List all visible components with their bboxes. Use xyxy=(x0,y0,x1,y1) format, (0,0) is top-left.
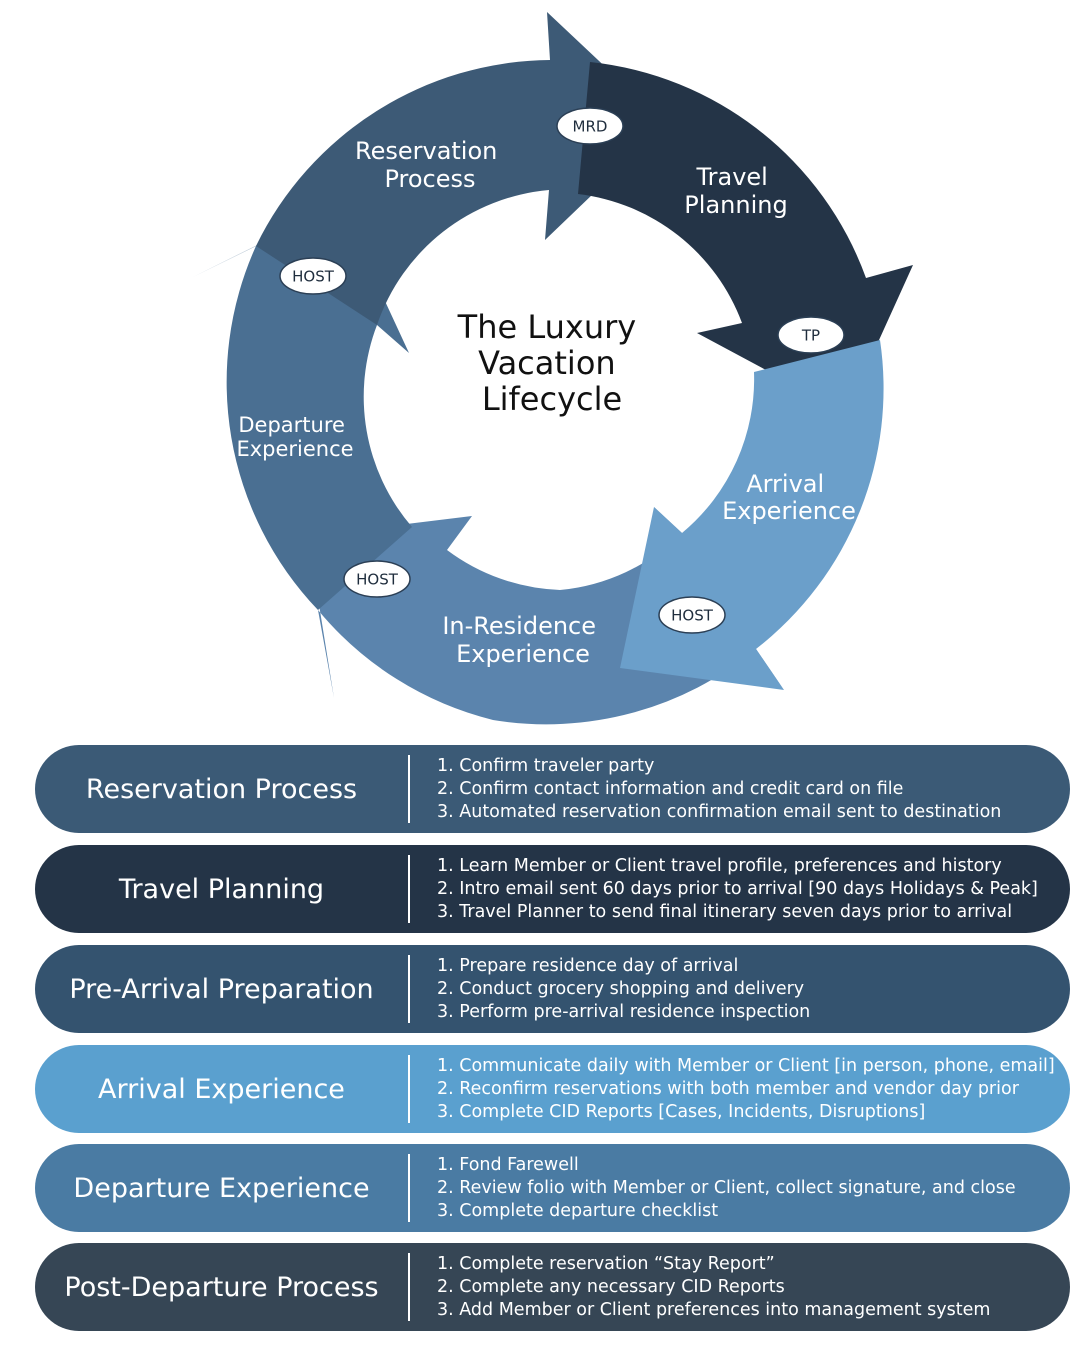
label-line: Planning xyxy=(684,191,787,219)
stage-divider xyxy=(408,1253,410,1321)
badge-mrd: MRD xyxy=(556,107,624,145)
label-departure-experience: Departure Experience xyxy=(236,413,353,461)
step-item: 3. Add Member or Client preferences into… xyxy=(437,1299,991,1320)
stage-steps: 1. Communicate daily with Member or Clie… xyxy=(437,1055,1055,1124)
label-line: Process xyxy=(384,165,475,193)
label-line: Experience xyxy=(722,497,856,525)
label-line: Experience xyxy=(236,437,353,461)
step-item: 3. Complete departure checklist xyxy=(437,1200,719,1221)
step-item: 2. Reconfirm reservations with both memb… xyxy=(437,1078,1019,1099)
step-item: 1. Complete reservation “Stay Report” xyxy=(437,1253,775,1274)
step-item: 1. Confirm traveler party xyxy=(437,755,655,776)
stage-pre-arrival-preparation: Pre-Arrival Preparation 1. Prepare resid… xyxy=(35,945,1070,1033)
badge-host-arrival: HOST xyxy=(658,596,726,634)
stage-travel-planning: Travel Planning 1. Learn Member or Clien… xyxy=(35,845,1070,933)
label-line: In-Residence xyxy=(442,612,596,640)
label-line: Experience xyxy=(456,640,590,668)
center-title-line: Vacation xyxy=(478,344,616,382)
step-item: 2. Intro email sent 60 days prior to arr… xyxy=(437,878,1038,899)
badge-host-departure: HOST xyxy=(279,257,347,295)
stage-reservation-process: Reservation Process 1. Confirm traveler … xyxy=(35,745,1070,833)
badge-text: MRD xyxy=(573,118,608,136)
stage-divider xyxy=(408,1055,410,1123)
step-item: 1. Prepare residence day of arrival xyxy=(437,955,739,976)
stage-title: Pre-Arrival Preparation xyxy=(69,973,374,1005)
center-title-line: Lifecycle xyxy=(482,380,622,418)
step-item: 2. Review folio with Member or Client, c… xyxy=(437,1177,1016,1198)
stage-steps: 1. Learn Member or Client travel profile… xyxy=(437,855,1038,924)
label-arrival-experience: Arrival Experience xyxy=(722,470,856,525)
stage-title: Departure Experience xyxy=(73,1172,370,1204)
step-item: 1. Communicate daily with Member or Clie… xyxy=(437,1055,1055,1076)
badge-tp: TP xyxy=(777,316,845,354)
stage-steps: 1. Confirm traveler party 2. Confirm con… xyxy=(437,755,1001,824)
stage-divider xyxy=(408,855,410,923)
stage-title: Travel Planning xyxy=(118,873,325,905)
label-line: Arrival xyxy=(746,470,824,498)
label-line: Departure xyxy=(238,413,345,437)
label-reservation-process: Reservation Process xyxy=(355,137,505,193)
stage-post-departure-process: Post-Departure Process 1. Complete reser… xyxy=(35,1243,1070,1331)
stage-steps: 1. Complete reservation “Stay Report” 2.… xyxy=(437,1253,990,1322)
stage-divider xyxy=(408,755,410,823)
stage-arrival-experience: Arrival Experience 1. Communicate daily … xyxy=(35,1045,1070,1133)
step-item: 3. Perform pre-arrival residence inspect… xyxy=(437,1001,811,1022)
label-in-residence-experience: In-Residence Experience xyxy=(442,612,603,668)
step-item: 3. Complete CID Reports [Cases, Incident… xyxy=(437,1101,926,1122)
stage-steps: 1. Fond Farewell 2. Review folio with Me… xyxy=(437,1154,1016,1223)
step-item: 2. Complete any necessary CID Reports xyxy=(437,1276,785,1297)
stage-title: Reservation Process xyxy=(85,773,358,805)
step-item: 3. Travel Planner to send final itinerar… xyxy=(437,901,1013,922)
stage-divider xyxy=(408,1154,410,1222)
stage-title: Post-Departure Process xyxy=(64,1271,379,1303)
label-travel-planning: Travel Planning xyxy=(684,163,787,219)
stage-divider xyxy=(408,955,410,1023)
step-item: 2. Conduct grocery shopping and delivery xyxy=(437,978,805,999)
segment-reservation xyxy=(256,12,666,325)
badge-text: HOST xyxy=(292,268,335,286)
badge-text: TP xyxy=(801,327,820,345)
stage-steps: 1. Prepare residence day of arrival 2. C… xyxy=(437,955,810,1024)
lifecycle-diagram: The Luxury Vacation Lifecycle Reservatio… xyxy=(193,12,913,725)
step-item: 1. Fond Farewell xyxy=(437,1154,579,1175)
badge-host-in-residence: HOST xyxy=(343,560,411,598)
step-item: 3. Automated reservation confirmation em… xyxy=(437,801,1002,822)
stage-title: Arrival Experience xyxy=(98,1073,345,1105)
label-line: Travel xyxy=(696,163,768,191)
center-title: The Luxury Vacation Lifecycle xyxy=(457,308,647,418)
badge-text: HOST xyxy=(671,607,714,625)
stage-departure-experience: Departure Experience 1. Fond Farewell 2.… xyxy=(35,1144,1070,1232)
label-line: Reservation xyxy=(355,137,497,165)
step-item: 2. Confirm contact information and credi… xyxy=(437,778,904,799)
badge-text: HOST xyxy=(356,571,399,589)
step-item: 1. Learn Member or Client travel profile… xyxy=(437,855,1002,876)
center-title-line: The Luxury xyxy=(457,308,637,346)
